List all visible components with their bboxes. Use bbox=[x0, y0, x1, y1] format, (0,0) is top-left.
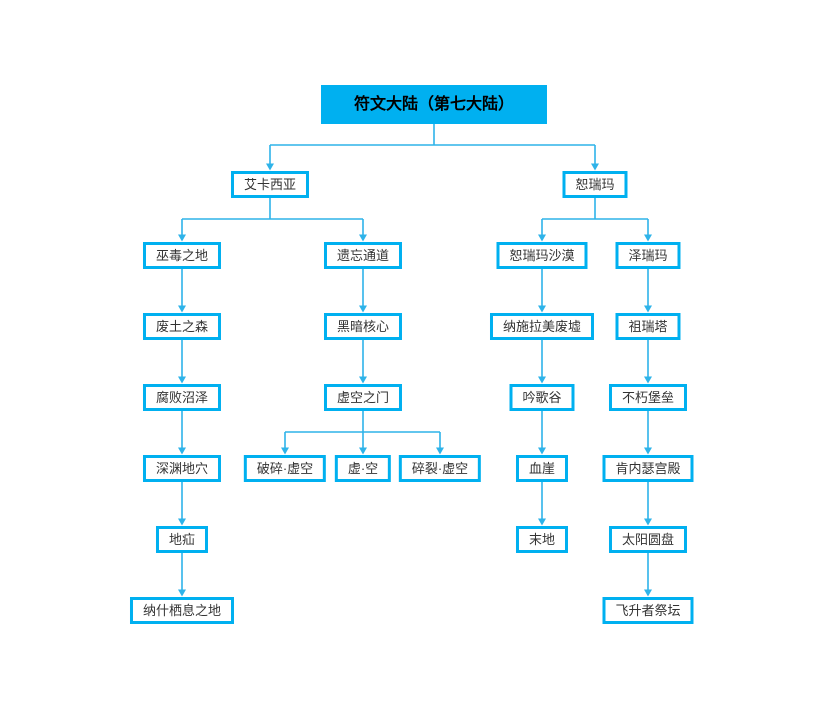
arrowhead-icon bbox=[178, 376, 186, 384]
node-corrupted-swamp[interactable]: 腐败沼泽 bbox=[142, 384, 222, 411]
node-kenneth-palace[interactable]: 肯内瑟宫殿 bbox=[602, 455, 694, 482]
node-ascended-altar[interactable]: 飞升者祭坛 bbox=[602, 597, 694, 624]
node-nashrame-ruins[interactable]: 纳施拉美废墟 bbox=[489, 313, 595, 340]
node-shurima[interactable]: 恕瑞玛 bbox=[562, 171, 628, 198]
node-the-end[interactable]: 末地 bbox=[515, 526, 569, 553]
node-shurima-desert[interactable]: 恕瑞玛沙漠 bbox=[496, 242, 588, 269]
arrowhead-icon bbox=[359, 447, 367, 455]
arrowhead-icon bbox=[266, 163, 274, 171]
arrowhead-icon bbox=[538, 234, 546, 242]
arrowhead-icon bbox=[644, 447, 652, 455]
node-abyss-crypt[interactable]: 深渊地穴 bbox=[142, 455, 222, 482]
arrowhead-icon bbox=[644, 376, 652, 384]
node-voodoo-lands[interactable]: 巫毒之地 bbox=[142, 242, 222, 269]
arrowhead-icon bbox=[644, 234, 652, 242]
node-immortal-bastion[interactable]: 不朽堡垒 bbox=[608, 384, 688, 411]
edge-lines bbox=[181, 124, 649, 591]
arrowhead-icon bbox=[591, 163, 599, 171]
node-blood-cliff[interactable]: 血崖 bbox=[515, 455, 569, 482]
arrowhead-icon bbox=[538, 447, 546, 455]
arrowhead-icon bbox=[178, 447, 186, 455]
node-earth-hernia[interactable]: 地疝 bbox=[155, 526, 209, 553]
node-forgotten-passage[interactable]: 遗忘通道 bbox=[323, 242, 403, 269]
arrowhead-icon bbox=[359, 376, 367, 384]
node-singing-valley[interactable]: 吟歌谷 bbox=[509, 384, 575, 411]
arrowhead-icon bbox=[178, 518, 186, 526]
node-sun-disc[interactable]: 太阳圆盘 bbox=[608, 526, 688, 553]
arrowhead-icon bbox=[178, 589, 186, 597]
node-void[interactable]: 虚·空 bbox=[334, 455, 392, 482]
arrowhead-icon bbox=[644, 305, 652, 313]
arrowhead-icon bbox=[644, 589, 652, 597]
node-zerima[interactable]: 泽瑞玛 bbox=[615, 242, 681, 269]
arrowhead-icon bbox=[538, 305, 546, 313]
arrowhead-icon bbox=[359, 234, 367, 242]
arrowhead-icon bbox=[538, 518, 546, 526]
node-icathia[interactable]: 艾卡西亚 bbox=[230, 171, 310, 198]
node-wasteland-forest[interactable]: 废土之森 bbox=[142, 313, 222, 340]
node-nash-habitat[interactable]: 纳什栖息之地 bbox=[129, 597, 235, 624]
node-shattered-void[interactable]: 破碎·虚空 bbox=[243, 455, 327, 482]
node-dark-core[interactable]: 黑暗核心 bbox=[323, 313, 403, 340]
arrowhead-icon bbox=[359, 305, 367, 313]
arrowhead-icon bbox=[538, 376, 546, 384]
arrowhead-icon bbox=[281, 447, 289, 455]
node-zurita-tower[interactable]: 祖瑞塔 bbox=[615, 313, 681, 340]
node-fractured-void[interactable]: 碎裂·虚空 bbox=[398, 455, 482, 482]
node-void-gate[interactable]: 虚空之门 bbox=[323, 384, 403, 411]
arrowhead-icon bbox=[644, 518, 652, 526]
arrowhead-icon bbox=[178, 234, 186, 242]
arrowhead-icon bbox=[436, 447, 444, 455]
node-runeterra-root[interactable]: 符文大陆（第七大陆） bbox=[320, 85, 548, 124]
arrowhead-icon bbox=[178, 305, 186, 313]
